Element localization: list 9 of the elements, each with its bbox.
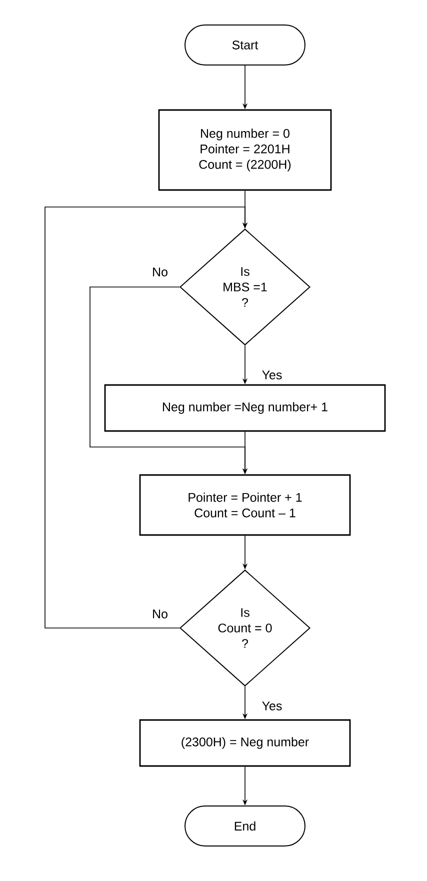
process-box: (2300H) = Neg number (139, 719, 351, 767)
process-box: Pointer = Pointer + 1 Count = Count – 1 (139, 474, 351, 536)
edge-label: Yes (260, 370, 284, 380)
edge-label: No (151, 608, 169, 620)
arrow (44, 206, 248, 628)
edge-label: No (151, 266, 169, 278)
process-box: Neg number = 0 Pointer = 2201H Count = (2200H) (158, 109, 332, 191)
process-box: Neg number =Neg number+ 1 (104, 384, 386, 432)
edge-label: Yes (260, 700, 284, 712)
